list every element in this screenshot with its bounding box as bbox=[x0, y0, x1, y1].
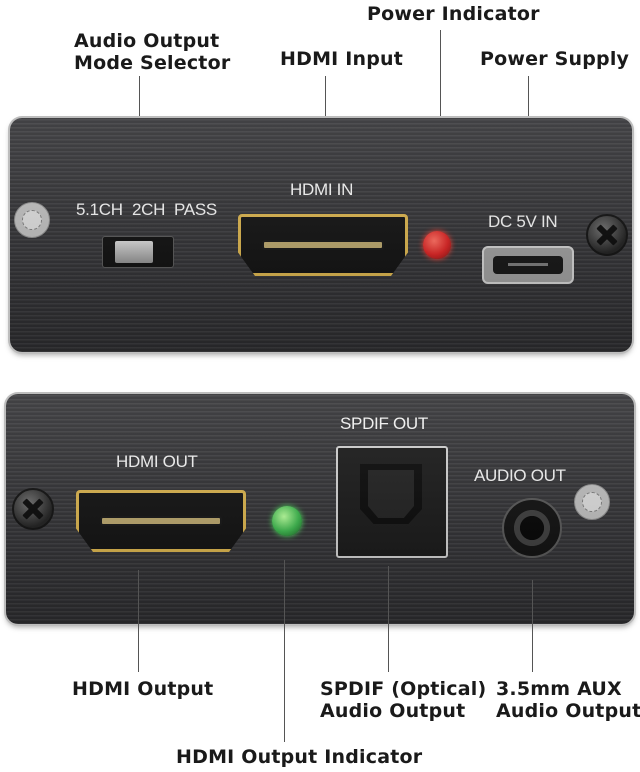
callout-hdmi-output: HDMI Output bbox=[72, 678, 214, 700]
leader-hdmi-output-indicator bbox=[284, 560, 285, 742]
dc-in-label: DC 5V IN bbox=[488, 212, 558, 231]
hdmi-in-port[interactable] bbox=[238, 214, 408, 276]
dc-5v-power-port[interactable] bbox=[482, 246, 574, 284]
callout-aux-audio-output: 3.5mm AUX Audio Output bbox=[496, 678, 640, 722]
switch-label-51ch: 5.1CH bbox=[76, 200, 123, 219]
micro-usb-opening bbox=[493, 256, 563, 274]
leader-aux-output bbox=[532, 580, 533, 672]
callout-audio-output-mode-selector: Audio Output Mode Selector bbox=[74, 30, 231, 74]
spdif-out-label: SPDIF OUT bbox=[340, 414, 428, 433]
callout-power-supply: Power Supply bbox=[480, 48, 630, 70]
back-panel: HDMI OUT SPDIF OUT AUDIO OUT bbox=[6, 394, 634, 624]
toslink-door bbox=[368, 470, 414, 518]
leader-spdif-output bbox=[388, 566, 389, 672]
spdif-optical-port[interactable] bbox=[336, 446, 448, 558]
switch-label-2ch: 2CH bbox=[132, 200, 166, 219]
power-indicator-led bbox=[423, 231, 451, 259]
switch-knob[interactable] bbox=[115, 241, 153, 263]
hdmi-in-slot bbox=[263, 241, 383, 248]
callout-spdif-audio-output: SPDIF (Optical) Audio Output bbox=[320, 678, 487, 722]
screw-icon bbox=[586, 214, 628, 256]
callout-hdmi-input: HDMI Input bbox=[280, 48, 404, 70]
warranty-sticker bbox=[574, 484, 610, 520]
audio-mode-selector-switch[interactable] bbox=[102, 236, 174, 268]
leader-power-indicator bbox=[440, 30, 441, 198]
aux-audio-jack[interactable] bbox=[502, 498, 562, 558]
audio-out-label: AUDIO OUT bbox=[474, 466, 566, 485]
callout-power-indicator: Power Indicator bbox=[367, 3, 540, 25]
switch-label-pass: PASS bbox=[174, 200, 217, 219]
front-panel: 5.1CH 2CH PASS HDMI IN DC 5V IN bbox=[10, 118, 632, 352]
screw-icon bbox=[12, 488, 54, 530]
callout-hdmi-output-indicator: HDMI Output Indicator bbox=[176, 746, 423, 768]
hdmi-output-indicator-led bbox=[272, 506, 302, 536]
hdmi-out-label: HDMI OUT bbox=[116, 452, 198, 471]
hdmi-out-port[interactable] bbox=[76, 490, 246, 552]
hdmi-out-slot bbox=[101, 517, 221, 524]
leader-hdmi-output bbox=[138, 570, 139, 672]
hdmi-in-label: HDMI IN bbox=[290, 180, 354, 199]
warranty-sticker bbox=[14, 202, 50, 238]
